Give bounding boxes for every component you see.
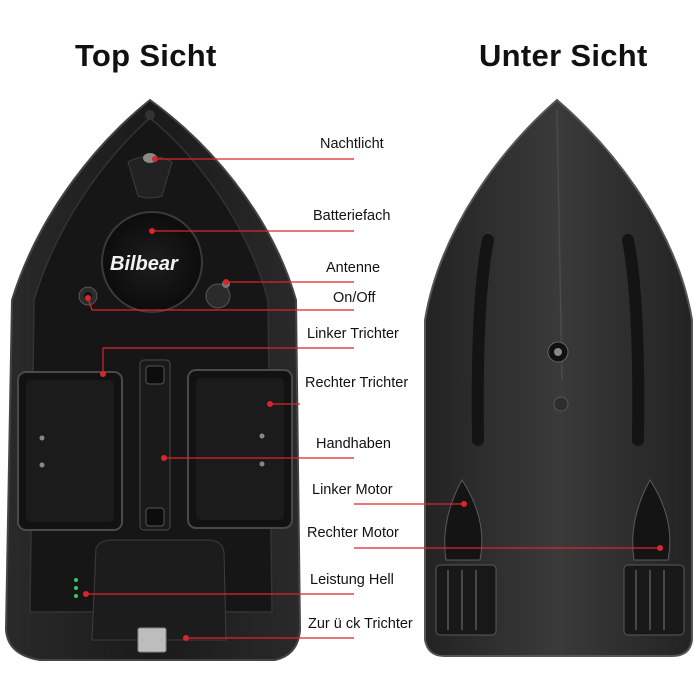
label-battery: Batteriefach <box>313 208 391 224</box>
label-right-motor: Rechter Motor <box>307 525 399 541</box>
under-view-boat <box>424 98 693 657</box>
label-left-hopper: Linker Trichter <box>307 326 399 342</box>
brand-logo: Bilbear <box>110 253 179 275</box>
top-view-boat: Bilbear <box>4 98 302 661</box>
label-on-off: On/Off <box>333 290 376 306</box>
label-antenna: Antenne <box>326 260 381 276</box>
label-handles: Handhaben <box>316 436 391 452</box>
label-rear-hopper: Zur ü ck Trichter <box>308 616 413 632</box>
label-night-light: Nachtlicht <box>320 136 384 152</box>
label-right-hopper: Rechter Trichter <box>305 375 409 391</box>
label-left-motor: Linker Motor <box>312 482 393 498</box>
top-view-title: Top Sicht <box>75 38 217 73</box>
annotation-lines <box>82 156 663 641</box>
under-view-title: Unter Sicht <box>479 38 648 73</box>
label-power-light: Leistung Hell <box>310 572 394 588</box>
